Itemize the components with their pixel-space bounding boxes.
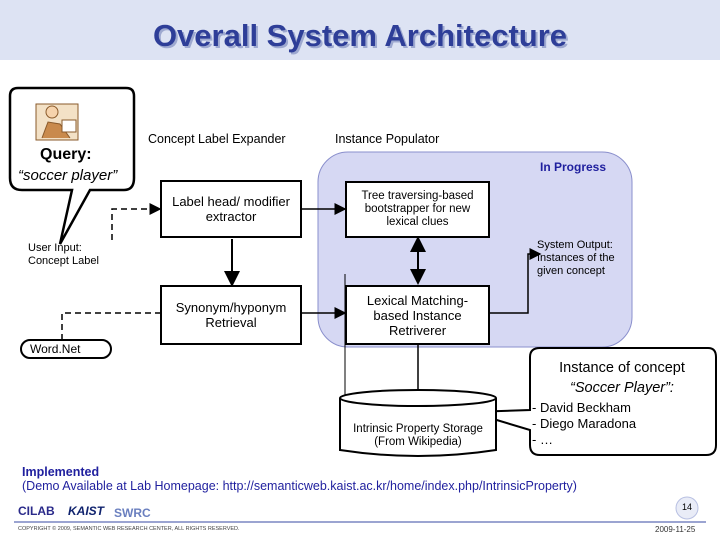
title-band bbox=[0, 0, 720, 60]
label-extractor-text: Label head/ modifier extractor bbox=[172, 194, 290, 224]
query-text: “soccer player” bbox=[18, 167, 118, 184]
wordnet-label: Word.Net bbox=[30, 342, 81, 356]
result-item: - Diego Maradona bbox=[532, 416, 637, 431]
person-icon bbox=[35, 103, 79, 141]
instance-populator-heading: Instance Populator bbox=[335, 132, 440, 146]
page-number: 14 bbox=[681, 502, 692, 512]
copyright-text: COPYRIGHT © 2009, SEMANTIC WEB RESEARCH … bbox=[18, 526, 240, 532]
result-item: - … bbox=[532, 432, 553, 447]
in-progress-label: In Progress bbox=[540, 160, 607, 174]
demo-link-text: (Demo Available at Lab Homepage: http://… bbox=[22, 479, 577, 493]
slide-date: 2009-11-25 bbox=[655, 525, 696, 534]
user-input-label: User Input: Concept Label bbox=[28, 242, 99, 267]
lexical-retriever-box: Lexical Matching-based Instance Retriver… bbox=[345, 285, 490, 345]
label-extractor-box: Label head/ modifier extractor bbox=[160, 180, 302, 238]
result-heading-line1: Instance of concept bbox=[559, 360, 685, 376]
synonym-retrieval-text: Synonym/hyponym Retrieval bbox=[175, 300, 287, 330]
result-list: - David Beckham - Diego Maradona - … bbox=[532, 400, 712, 448]
storage-text: Intrinsic Property Storage (From Wikiped… bbox=[353, 423, 483, 448]
concept-label-expander-heading: Concept Label Expander bbox=[148, 132, 286, 146]
system-output-label: System Output: Instances of the given co… bbox=[537, 239, 615, 277]
result-item: - David Beckham bbox=[532, 400, 631, 415]
kaist-logo: KAIST bbox=[68, 504, 104, 518]
bootstrapper-text: Tree traversing-based bootstrapper for n… bbox=[361, 190, 474, 228]
cilab-logo: CILAB bbox=[18, 504, 55, 518]
page-number-disc bbox=[675, 496, 699, 520]
implemented-label: Implemented bbox=[22, 465, 100, 479]
swrc-logo: SWRC bbox=[114, 506, 151, 520]
bootstrapper-box: Tree traversing-based bootstrapper for n… bbox=[345, 181, 490, 238]
query-label: Query: bbox=[40, 146, 92, 163]
synonym-retrieval-box: Synonym/hyponym Retrieval bbox=[160, 285, 302, 345]
output-callout bbox=[469, 347, 717, 456]
wordnet-node: Word.Net bbox=[20, 339, 112, 359]
lexical-retriever-text: Lexical Matching-based Instance Retriver… bbox=[366, 292, 469, 338]
page-title: Overall System Architecture bbox=[152, 18, 568, 53]
result-heading-line2: “Soccer Player”: bbox=[570, 380, 674, 396]
